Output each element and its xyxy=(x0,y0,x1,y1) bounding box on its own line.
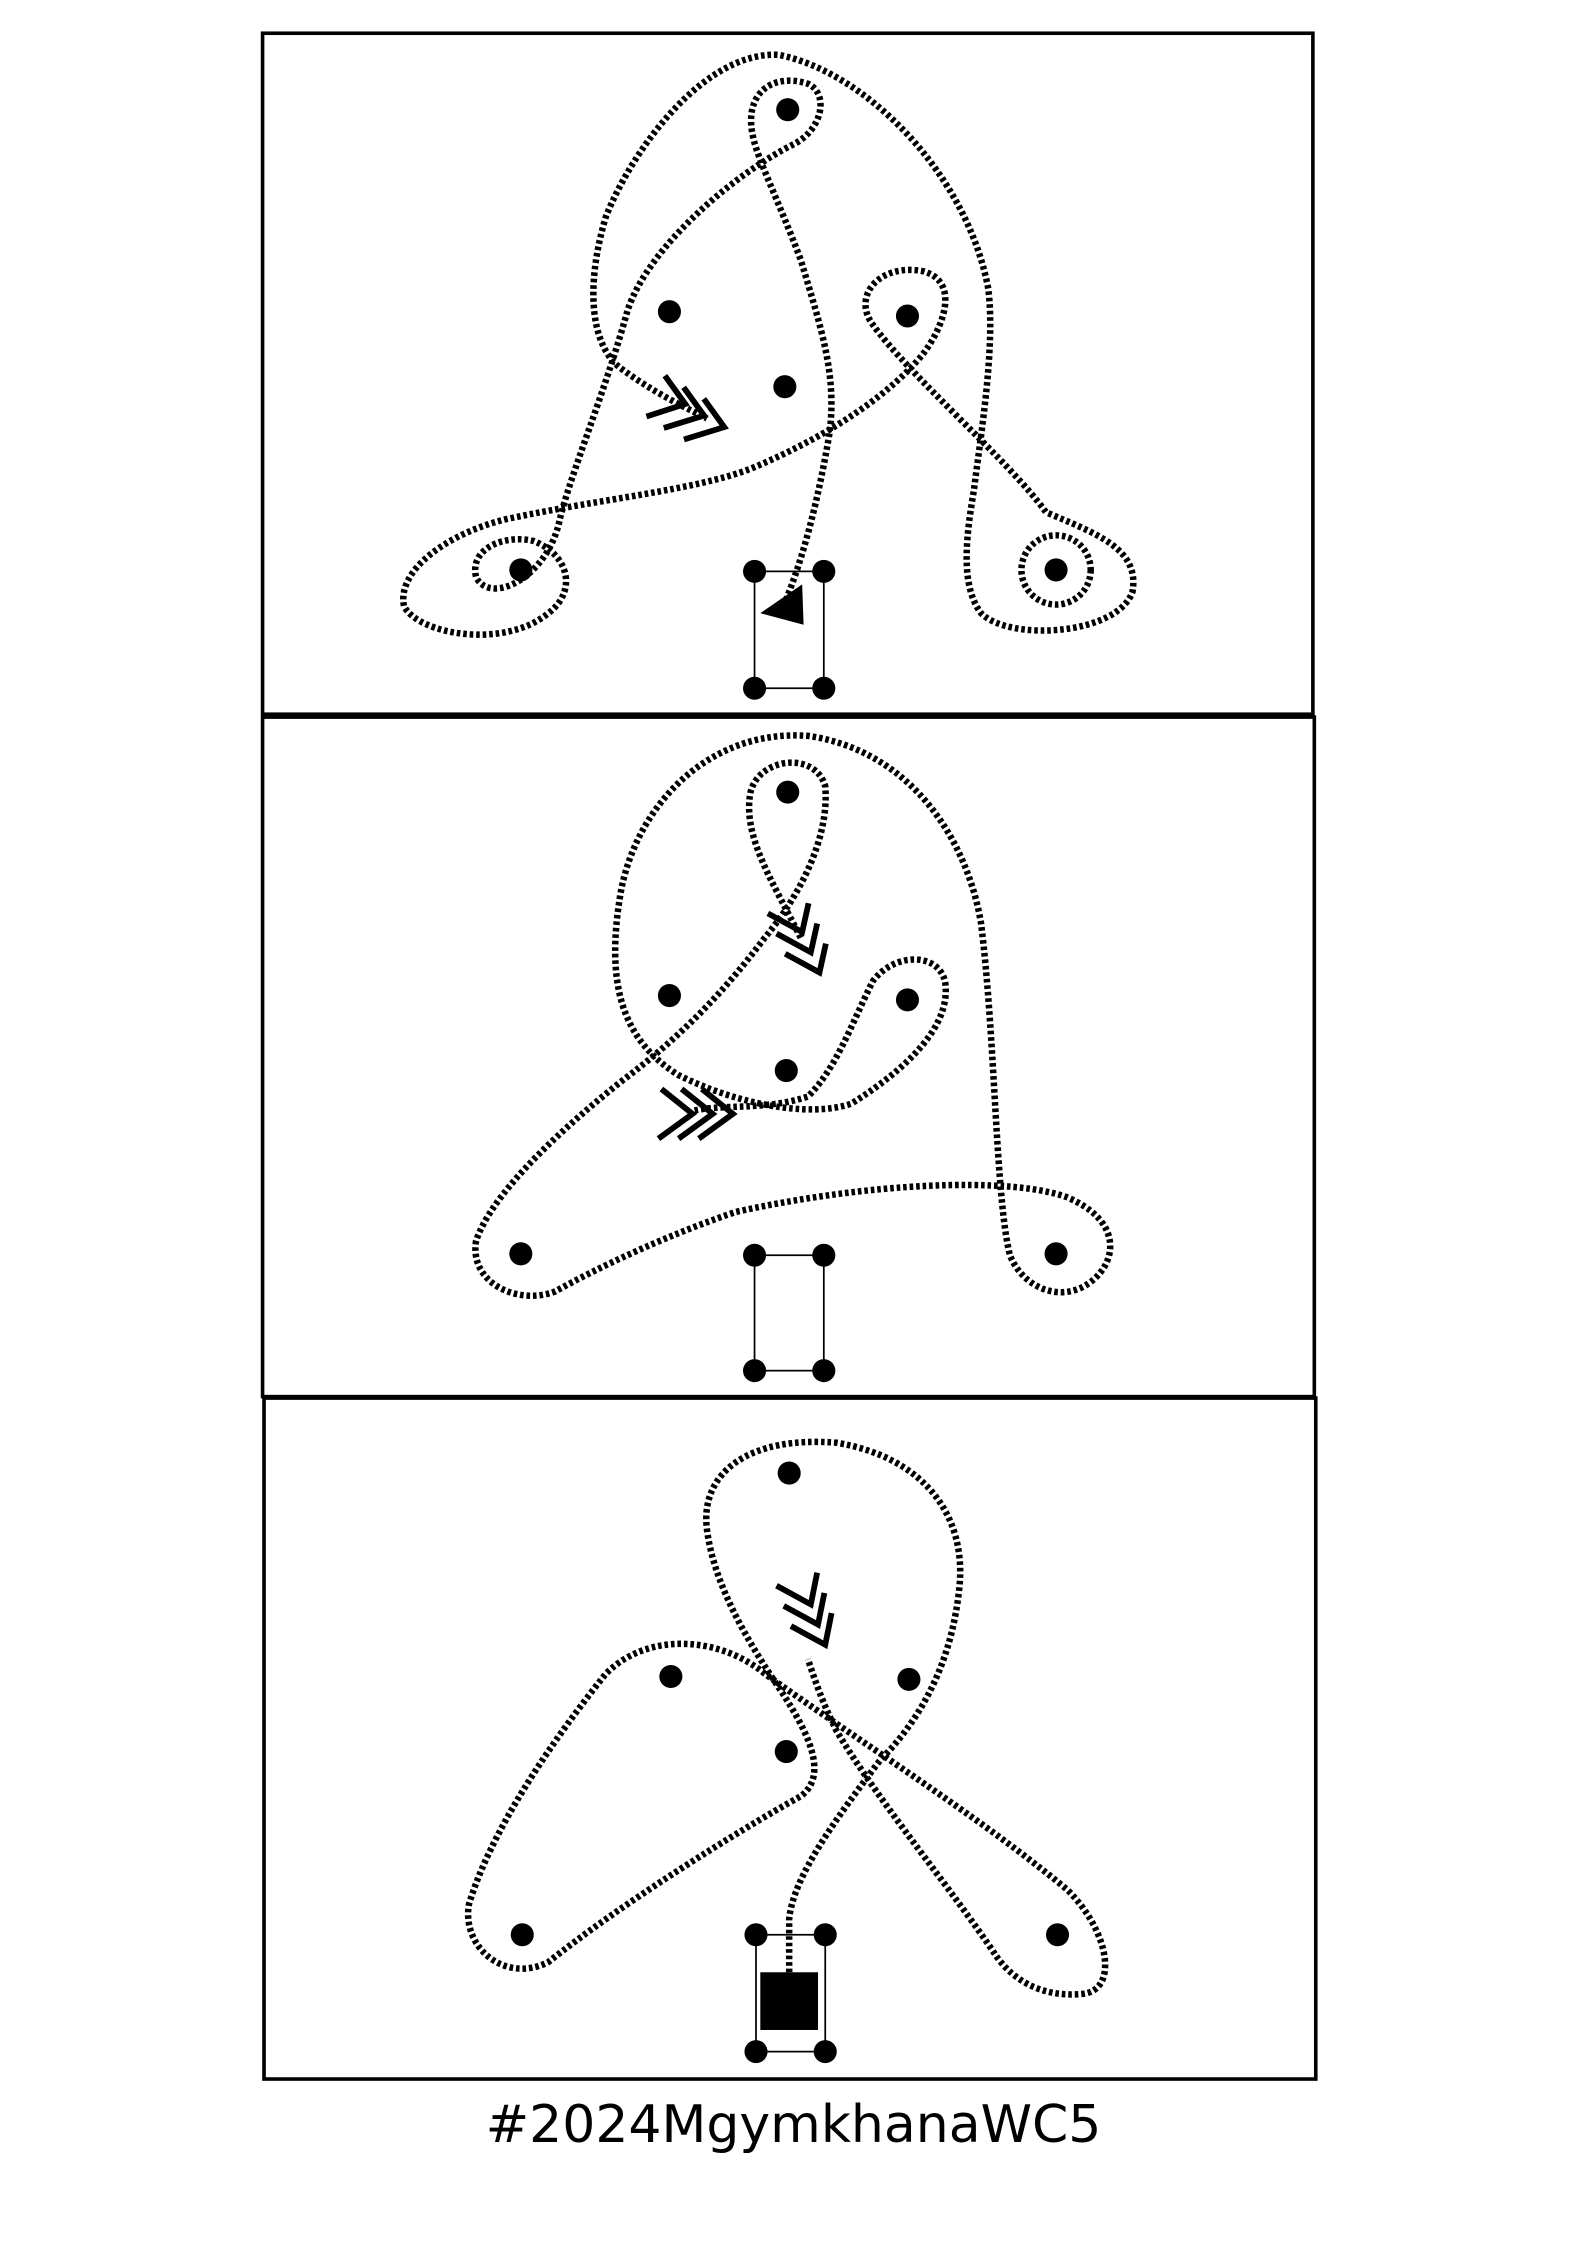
direction-chevrons-icon xyxy=(645,374,729,443)
cones xyxy=(510,1461,1070,1947)
route-path xyxy=(400,51,1137,638)
course-hashtag-caption: #2024MgymkhanaWC5 xyxy=(485,2095,1102,2155)
direction-chevrons-icon xyxy=(775,1572,835,1650)
course-part-3 xyxy=(262,1396,1318,2081)
route-path xyxy=(472,732,1114,1299)
start-triangle-icon xyxy=(760,584,804,625)
route-loop xyxy=(1018,532,1094,608)
panel-frame xyxy=(260,715,1317,1399)
finish-box xyxy=(744,1923,837,2064)
direction-chevrons-icon xyxy=(656,1086,738,1141)
course-part-2 xyxy=(260,715,1317,1399)
cones xyxy=(509,780,1068,1266)
cones xyxy=(509,98,1068,582)
course-part-1 xyxy=(260,31,1315,717)
finish-square-icon xyxy=(760,1972,819,2030)
direction-chevrons-icon xyxy=(766,902,829,977)
start-box xyxy=(743,559,836,700)
route-path xyxy=(464,1438,1109,1998)
start-box xyxy=(743,1243,836,1383)
